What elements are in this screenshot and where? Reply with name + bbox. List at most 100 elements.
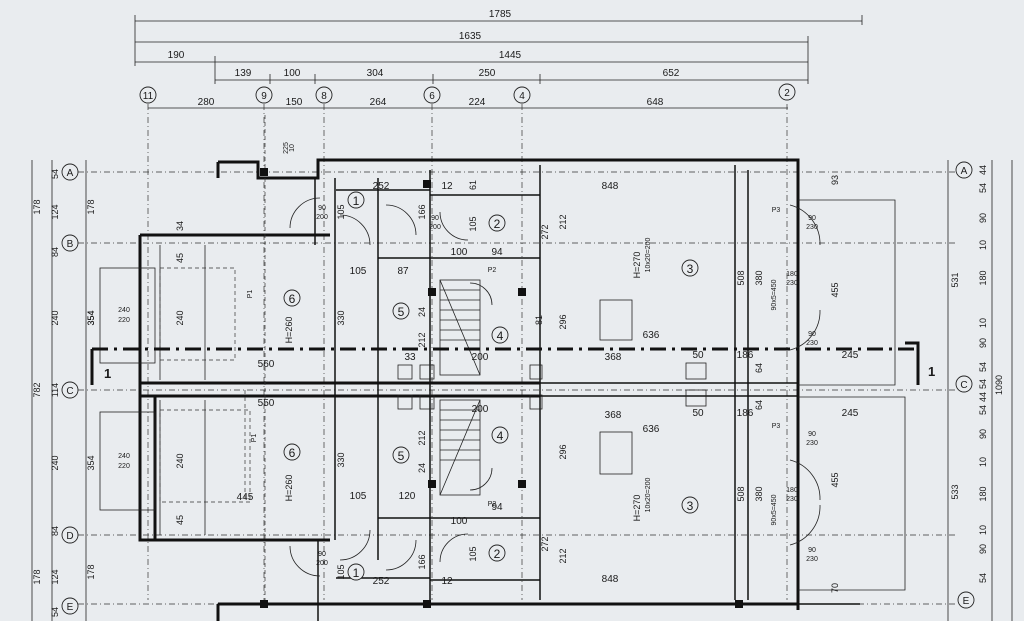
room-1-top: 1 [353, 194, 360, 208]
dim-166-top: 166 [417, 204, 427, 219]
room-1-bottom: 1 [353, 566, 360, 580]
door-230-b: 230 [806, 340, 818, 347]
axis-bubble-2 [778, 83, 796, 101]
lintel-note-bottom: 90x5=450 [771, 494, 778, 525]
right-inner-180-a: 180 [978, 270, 988, 285]
dim-row5-5: 648 [647, 97, 664, 108]
fixtures [397, 299, 707, 475]
axis-label-A-left: A [67, 168, 74, 179]
dim-330-bottom: 330 [336, 452, 346, 467]
axis-bubble-C-right [955, 375, 973, 393]
left-inner-84-top: 84 [50, 247, 60, 257]
room-4-top: 4 [497, 329, 504, 343]
dim-200-mid-top: 200 [472, 352, 489, 363]
axis-bubble-9 [255, 86, 273, 104]
dim-272-top: 272 [540, 224, 550, 239]
dim-252-top: 252 [373, 181, 390, 192]
dim-row5-2: 150 [286, 97, 303, 108]
dim-848-top: 848 [602, 181, 619, 192]
dim-245-bottom: 245 [842, 408, 859, 419]
section-mark-right: 1 [928, 364, 935, 379]
dim-166-bottom: 166 [417, 554, 427, 569]
dim-105-stairs-top: 105 [468, 216, 478, 231]
door-230-c: 230 [806, 440, 818, 447]
dim-total-2: 1635 [459, 31, 482, 42]
dim-212-mid-bottom: 212 [417, 430, 427, 445]
dim-272-bottom: 272 [540, 536, 550, 551]
dim-245-top: 245 [842, 350, 859, 361]
left-outer-782: 782 [32, 382, 42, 397]
dim-330-top: 330 [336, 310, 346, 325]
room-6-top: 6 [289, 292, 296, 306]
p1-top: P1 [247, 290, 254, 299]
section-cut: 1 1 [90, 341, 935, 385]
hidden-lines [159, 115, 266, 600]
dim-row4-1: 139 [235, 68, 252, 79]
right-inner-90-a: 90 [978, 213, 988, 223]
section-mark-left: 1 [104, 366, 111, 381]
axis-bubble-D-left [61, 526, 79, 544]
top-dimension-chains: 1785 1635 190 1445 139 100 304 250 652 2… [134, 9, 863, 109]
door-200-c: 200 [316, 560, 328, 567]
axis-bubble-E-right [957, 591, 975, 609]
dim-24-b: 24 [417, 463, 427, 473]
dim-94-bottom: 94 [491, 502, 503, 513]
left-inner-240-bottom: 240 [50, 455, 60, 470]
dim-212-top: 212 [558, 214, 568, 229]
dim-12-top: 12 [441, 181, 453, 192]
right-inner-10-b: 10 [978, 318, 988, 328]
dim-105-vert-bottom: 105 [336, 564, 346, 579]
axis-bubble-B-left [61, 234, 79, 252]
left-inner-124-bottom: 124 [50, 569, 60, 584]
door-200-a: 200 [316, 214, 328, 221]
door-90-a: 90 [318, 205, 326, 212]
right-inner-10-a: 10 [978, 240, 988, 250]
axis-bubble-8 [315, 86, 333, 104]
room-6-height-top: H=260 [284, 317, 294, 344]
left-dimension-chains: 178 782 178 178 354 354 178 54 124 84 24… [31, 160, 96, 621]
dim-240-top: 240 [175, 310, 185, 325]
left-inner-124-top: 124 [50, 204, 60, 219]
axis-bubble-4 [513, 86, 531, 104]
room-3-height-top: H=270 [632, 252, 642, 279]
room-3-top: 3 [687, 262, 694, 276]
axis-label-8: 8 [321, 91, 327, 102]
right-inner-90-b: 90 [978, 338, 988, 348]
dim-636-bottom: 636 [643, 424, 660, 435]
dim-12-bottom: 12 [441, 576, 453, 587]
p2-bottom: P2 [488, 501, 497, 508]
door-90-b: 90 [431, 215, 439, 222]
axis-bubble-A-left [61, 163, 79, 181]
dim-row3-2: 1445 [499, 50, 522, 61]
dim-105-top: 105 [350, 266, 367, 277]
dim-70: 70 [830, 583, 840, 593]
right-dim-1090: 1090 [994, 375, 1004, 395]
p2-top: P2 [488, 267, 497, 274]
dim-row4-2: 100 [284, 68, 301, 79]
opening-labels: 240 220 240 220 90 200 90 200 90 200 90 … [118, 142, 818, 567]
dim-848-bottom: 848 [602, 574, 619, 585]
axis-label-2: 2 [784, 88, 790, 99]
win-230-a: 230 [786, 280, 798, 287]
dim-81: 81 [534, 315, 544, 325]
door-90-c: 90 [318, 551, 326, 558]
room-4-bottom: 4 [497, 429, 504, 443]
building-walls [138, 158, 906, 610]
axis-label-C-right: C [960, 380, 967, 391]
grid-axes-side: A B C D E A C E [61, 161, 975, 615]
win-180-b: 180 [786, 487, 798, 494]
left-inner-84-bottom: 84 [50, 526, 60, 536]
dim-296-top: 296 [558, 314, 568, 329]
axis-label-9: 9 [261, 91, 267, 102]
dim-550: 550 [258, 398, 275, 409]
room-2-bottom: 2 [494, 547, 501, 561]
dim-368-bottom: 368 [605, 410, 622, 421]
dim-64-b: 64 [754, 400, 764, 410]
left-mid-354-bottom: 354 [86, 455, 96, 470]
door-90-230-d: 90 [808, 547, 816, 554]
room-labels: 1 1 2 2 3 3 4 4 5 5 6 6 H=260 H=260 H=27… [283, 191, 699, 581]
dim-45-a: 45 [175, 253, 185, 263]
axis-label-4: 4 [519, 91, 525, 102]
door-90-230-a: 90 [808, 215, 816, 222]
room-3-height-bottom: H=270 [632, 495, 642, 522]
